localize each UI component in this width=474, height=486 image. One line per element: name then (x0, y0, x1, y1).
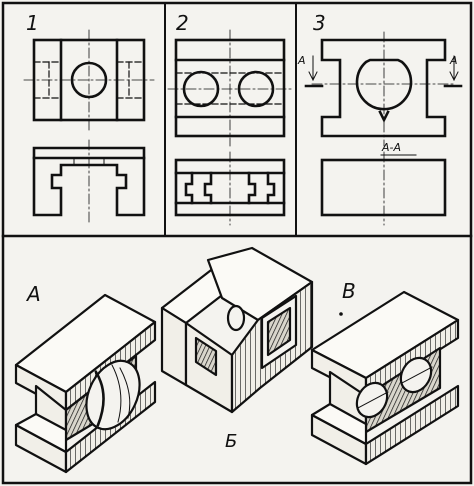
isometric-view-v: В (310, 279, 460, 466)
panel-label-2: 2 (176, 11, 189, 35)
dot-mark (339, 312, 343, 316)
panel-1-front-view (32, 139, 146, 226)
panel-label-1: 1 (26, 11, 39, 35)
cut-mark-left: А (297, 54, 306, 67)
section-title: А-А (381, 141, 401, 154)
isometric-view-b: Б (160, 246, 314, 452)
view-label-b: Б (225, 431, 237, 452)
panel-3-top-view: А А (297, 31, 463, 147)
cut-mark-right: А (449, 54, 458, 67)
panel-3: 3 А А А-А (297, 11, 463, 226)
panel-3-section-view: А-А (320, 141, 447, 226)
panel-label-3: 3 (313, 11, 326, 35)
isometric-view-a: А (14, 282, 157, 474)
panel-2-front-view (174, 151, 286, 226)
view-label-v: В (342, 279, 356, 303)
panel-2: 2 (167, 11, 293, 226)
panel-2-top-view (167, 29, 293, 147)
panel-1-top-view (23, 29, 155, 133)
panel-1: 1 (23, 11, 155, 226)
view-label-a: А (25, 282, 41, 306)
